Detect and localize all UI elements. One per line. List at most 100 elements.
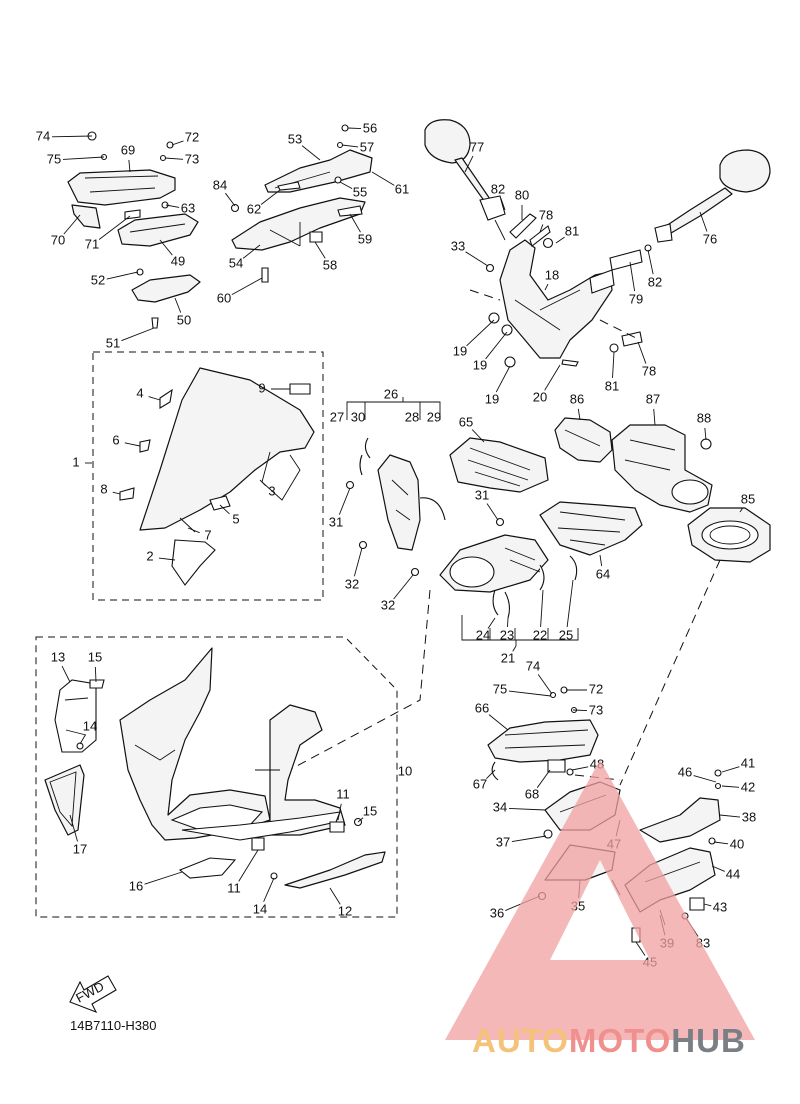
callout-label: 34 [493, 799, 507, 814]
leader-line [629, 261, 636, 292]
leader-line [171, 140, 184, 146]
front-cowling-10 [44, 647, 386, 889]
callout-label: 19 [453, 343, 467, 358]
leader-line [635, 941, 646, 956]
callout-label: 84 [213, 177, 227, 192]
callout-label: 6 [112, 432, 119, 447]
callout-label: 30 [351, 409, 365, 424]
leader-line [653, 408, 656, 426]
callout-label: 64 [596, 566, 610, 581]
leader-line [704, 427, 707, 441]
callout-label: 1 [72, 454, 79, 469]
leader-line [540, 589, 544, 628]
callout-label: 15 [363, 803, 377, 818]
callout-label: 56 [363, 120, 377, 135]
watermark-logo: AUTOMOTOHUB [445, 760, 755, 1059]
callout-label: 21 [501, 650, 515, 665]
leader-line [242, 244, 261, 259]
callout-label: 61 [395, 181, 409, 196]
windscreen-box [92, 351, 324, 601]
leader-line [703, 903, 712, 907]
callout-label: 72 [589, 681, 603, 696]
panel-53-group [230, 124, 373, 283]
leader-line [544, 283, 549, 291]
leader-line [599, 554, 603, 567]
watermark-text-b: MOTO [569, 1022, 671, 1059]
callout-label: 70 [51, 232, 65, 247]
leader-line [739, 507, 744, 513]
leader-line [128, 159, 131, 173]
callout-label: 54 [229, 255, 243, 270]
duct-group-26 [345, 397, 446, 551]
leader-line [63, 214, 81, 235]
svg-text:AUTOMOTOHUB: AUTOMOTOHUB [472, 1022, 746, 1059]
leader-line [485, 331, 508, 360]
callout-label: 32 [345, 576, 359, 591]
leader-line [371, 171, 395, 186]
callout-label: 58 [323, 257, 337, 272]
leader-line [571, 766, 589, 771]
cowling-stay-18 [469, 213, 652, 368]
leader-line [471, 429, 485, 443]
callout-label: 8 [100, 481, 107, 496]
leader-line [465, 251, 489, 267]
callout-label: 32 [381, 597, 395, 612]
leader-line [357, 817, 364, 823]
callout-label: 18 [545, 267, 559, 282]
callout-label: 49 [171, 253, 185, 268]
callout-label: 72 [185, 129, 199, 144]
leader-line [164, 157, 184, 160]
leader-line [174, 297, 182, 313]
leader-line [62, 156, 105, 160]
callout-label: 11 [336, 786, 350, 801]
leader-line [721, 785, 740, 788]
callout-label: 87 [646, 391, 660, 406]
callout-label: 73 [589, 702, 603, 717]
leader-line [301, 145, 321, 161]
callout-label: 37 [496, 834, 510, 849]
leader-line [337, 803, 342, 821]
callout-label: 14 [83, 718, 97, 733]
leader-line [721, 766, 740, 773]
callout-label: 51 [106, 335, 120, 350]
leader-line [329, 887, 341, 905]
leader-line [495, 365, 511, 393]
leader-line [555, 236, 565, 244]
leader-line [106, 271, 139, 280]
leader-line [238, 849, 259, 882]
callout-label: 10 [398, 763, 412, 778]
callout-label: 65 [459, 414, 473, 429]
callout-label: 13 [51, 649, 65, 664]
callout-label: 26 [384, 386, 398, 401]
leader-line [225, 192, 236, 207]
leader-line [98, 215, 131, 240]
leader-line [539, 224, 544, 233]
callout-label: 20 [533, 389, 547, 404]
callout-label: 78 [539, 207, 553, 222]
leader-line [353, 547, 363, 577]
callout-label: 41 [741, 755, 755, 770]
watermark-text-a: AUTO [472, 1022, 569, 1059]
callout-label: 62 [247, 201, 261, 216]
callout-label: 68 [525, 786, 539, 801]
windscreen-group [119, 367, 315, 586]
leader-line [486, 769, 496, 779]
leader-line [124, 442, 141, 447]
leader-line [79, 734, 86, 745]
callout-label: 7 [204, 527, 211, 542]
duct-group-21 [410, 517, 579, 646]
callout-label: 50 [177, 312, 191, 327]
leader-line [61, 665, 71, 683]
leader-line [259, 479, 266, 486]
leader-line [393, 574, 414, 600]
leader-line [486, 503, 499, 521]
leader-line [314, 241, 326, 259]
callout-label: 57 [360, 139, 374, 154]
leader-line [508, 807, 546, 811]
callout-label: 9 [258, 380, 265, 395]
callout-label: 55 [353, 184, 367, 199]
callout-label: 23 [500, 627, 514, 642]
callout-label: 73 [185, 151, 199, 166]
callout-label: 46 [678, 764, 692, 779]
